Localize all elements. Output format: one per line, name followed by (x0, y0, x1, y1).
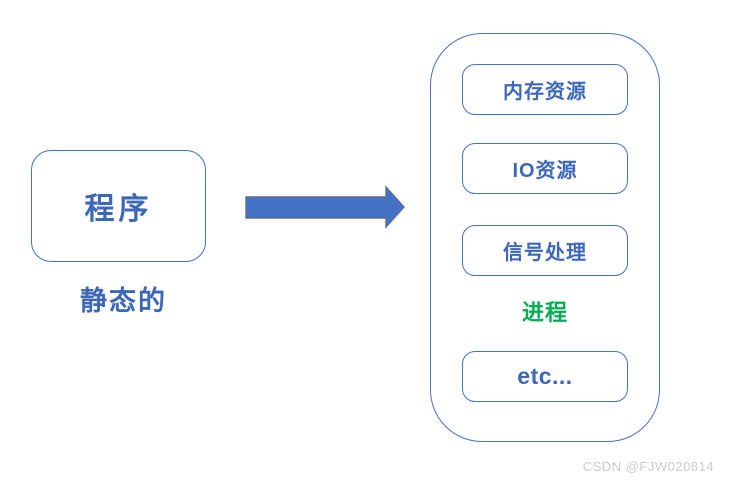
program-box: 程序 (31, 150, 206, 262)
resource-box-etc: etc... (462, 351, 628, 402)
resource-box-io: IO资源 (462, 143, 628, 194)
resource-box-memory: 内存资源 (462, 64, 628, 115)
resource-box-etc-label: etc... (517, 363, 573, 389)
process-label: 进程 (521, 300, 568, 325)
resource-box-memory-label: 内存资源 (503, 81, 587, 103)
watermark: CSDN @FJW020814 (582, 459, 714, 474)
program-box-label: 程序 (84, 193, 153, 226)
static-caption: 静态的 (80, 286, 167, 316)
resource-box-io-label: IO资源 (512, 160, 578, 182)
right-arrow-icon (245, 185, 405, 229)
process-container: 内存资源 IO资源 信号处理 进程 etc... (430, 33, 660, 442)
resource-box-signal-label: 信号处理 (503, 242, 587, 264)
resource-box-signal: 信号处理 (462, 225, 628, 276)
